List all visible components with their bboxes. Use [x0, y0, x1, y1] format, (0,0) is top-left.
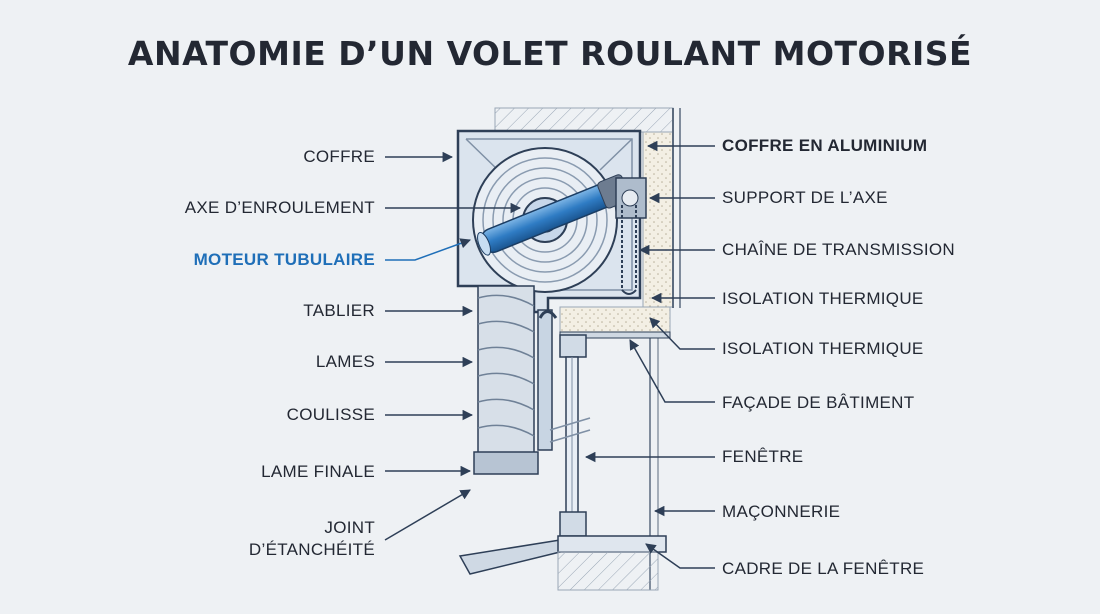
label-maconnerie: MAÇONNERIE [722, 502, 841, 521]
label-chaine-transmission: CHAÎNE DE TRANSMISSION [722, 240, 955, 259]
label-joint-line2: D’ÉTANCHÉITÉ [248, 540, 375, 559]
label-coulisse: COULISSE [286, 405, 375, 424]
label-moteur-tubulaire: MOTEUR TUBULAIRE [193, 250, 375, 269]
guide-rail [537, 309, 558, 451]
label-facade: FAÇADE DE BÂTIMENT [722, 393, 915, 412]
label-coffre-aluminium: COFFRE EN ALUMINIUM [722, 136, 928, 155]
label-lame-finale: LAME FINALE [261, 462, 375, 481]
label-tablier: TABLIER [303, 301, 375, 320]
label-axe-enroulement: AXE D’ENROULEMENT [184, 198, 375, 217]
label-fenetre: FENÊTRE [722, 447, 804, 466]
shutter-apron [473, 285, 539, 475]
label-isolation-2: ISOLATION THERMIQUE [722, 339, 924, 358]
window [549, 334, 591, 537]
window-sill [458, 535, 667, 591]
leader-lines-left [384, 151, 522, 541]
insulation-under-box [559, 306, 671, 333]
label-support-axe: SUPPORT DE L’AXE [722, 188, 888, 207]
label-cadre-fenetre: CADRE DE LA FENÊTRE [722, 559, 925, 578]
label-lames: LAMES [315, 352, 375, 371]
axle-support [615, 177, 647, 219]
label-isolation-1: ISOLATION THERMIQUE [722, 289, 924, 308]
transmission-chain [621, 205, 637, 295]
final-slat [473, 451, 539, 475]
label-coffre: COFFRE [303, 147, 375, 166]
label-joint-line1: JOINT [324, 518, 375, 537]
masonry [494, 107, 681, 590]
leader-lines-right [584, 140, 715, 569]
diagram-title: ANATOMIE D’UN VOLET ROULANT MOTORISÉ [127, 34, 973, 73]
